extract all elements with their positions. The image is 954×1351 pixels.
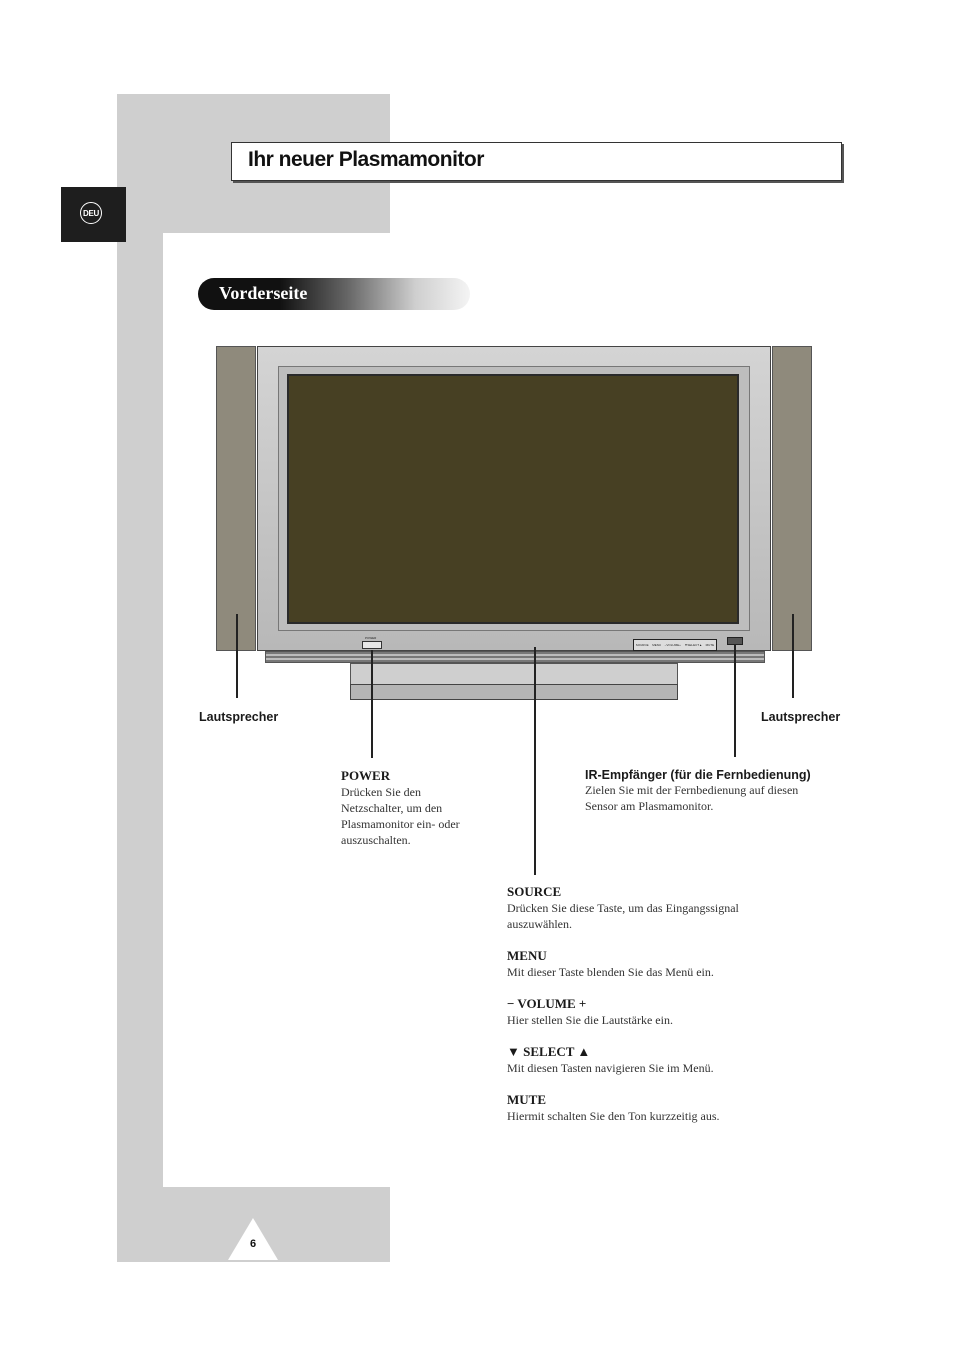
source-desc-line: auszuwählen. — [507, 917, 572, 931]
panel-button-label: MUTE — [705, 643, 715, 647]
panel-button-label: −VOLUME+ — [664, 643, 681, 647]
tv-bottom-strip — [265, 651, 765, 663]
leader-line-speaker-right — [792, 614, 794, 698]
mute-callout: MUTE Hiermit schalten Sie den Ton kurzze… — [507, 1092, 807, 1124]
source-callout: SOURCE Drücken Sie diese Taste, um das E… — [507, 884, 807, 932]
power-desc-line: auszuschalten. — [341, 833, 411, 847]
page-frame-side — [117, 233, 163, 1187]
select-desc-line: Mit diesen Tasten navigieren Sie im Menü… — [507, 1061, 714, 1075]
panel-button-label: MENU — [652, 643, 662, 647]
select-callout: ▼ SELECT ▲ Mit diesen Tasten navigieren … — [507, 1044, 807, 1076]
speaker-right-label: Lautsprecher — [761, 710, 841, 724]
page-number: 6 — [249, 1238, 257, 1250]
source-title: SOURCE — [507, 884, 562, 899]
menu-desc-line: Mit dieser Taste blenden Sie das Menü ei… — [507, 965, 714, 979]
speaker-right-illustration — [772, 346, 812, 651]
volume-desc-line: Hier stellen Sie die Lautstärke ein. — [507, 1013, 673, 1027]
control-panel-illustration: SOURCE MENU −VOLUME+ ▼SELECT▲ MUTE — [633, 639, 717, 651]
speaker-left-illustration — [216, 346, 256, 651]
leader-line-source — [534, 647, 536, 875]
power-mini-label: POWER — [365, 636, 377, 640]
ir-callout: IR-Empfänger (für die Fernbedienung) Zie… — [585, 768, 845, 814]
menu-callout: MENU Mit dieser Taste blenden Sie das Me… — [507, 948, 807, 980]
section-header — [198, 278, 470, 310]
page-number-triangle — [228, 1218, 278, 1260]
power-title: POWER — [341, 768, 391, 783]
page-title: Ihr neuer Plasmamonitor — [248, 148, 484, 171]
power-desc-line: Netzschalter, um den — [341, 801, 443, 815]
power-desc-line: Plasmamonitor ein- oder — [341, 817, 460, 831]
language-badge: DEU — [80, 202, 102, 224]
section-title: Vorderseite — [219, 283, 308, 303]
tv-screen — [287, 374, 739, 624]
power-button-illustration — [362, 641, 382, 649]
leader-line-power — [371, 650, 373, 758]
menu-title: MENU — [507, 948, 547, 963]
volume-callout: − VOLUME + Hier stellen Sie die Lautstär… — [507, 996, 807, 1028]
power-callout: POWER Drücken Sie den Netzschalter, um d… — [341, 768, 511, 848]
volume-title: − VOLUME + — [507, 996, 587, 1011]
title-box — [231, 142, 842, 181]
tv-stand-base — [350, 684, 678, 700]
ir-desc-line: Zielen Sie mit der Fernbedienung auf die… — [585, 783, 799, 797]
mute-desc-line: Hiermit schalten Sie den Ton kurzzeitig … — [507, 1109, 720, 1123]
source-desc-line: Drücken Sie diese Taste, um das Eingangs… — [507, 901, 739, 915]
ir-title: IR-Empfänger (für die Fernbedienung) — [585, 768, 811, 782]
tv-stand-top — [350, 663, 678, 685]
panel-button-label: SOURCE — [635, 643, 649, 647]
select-title: ▼ SELECT ▲ — [507, 1044, 591, 1059]
leader-line-speaker-left — [236, 614, 238, 698]
panel-button-label: ▼SELECT▲ — [684, 643, 703, 647]
mute-title: MUTE — [507, 1092, 546, 1107]
speaker-left-label: Lautsprecher — [199, 710, 279, 724]
ir-desc-line: Sensor am Plasmamonitor. — [585, 799, 714, 813]
ir-sensor-illustration — [727, 637, 743, 645]
leader-line-ir — [734, 645, 736, 757]
power-desc-line: Drücken Sie den — [341, 785, 421, 799]
